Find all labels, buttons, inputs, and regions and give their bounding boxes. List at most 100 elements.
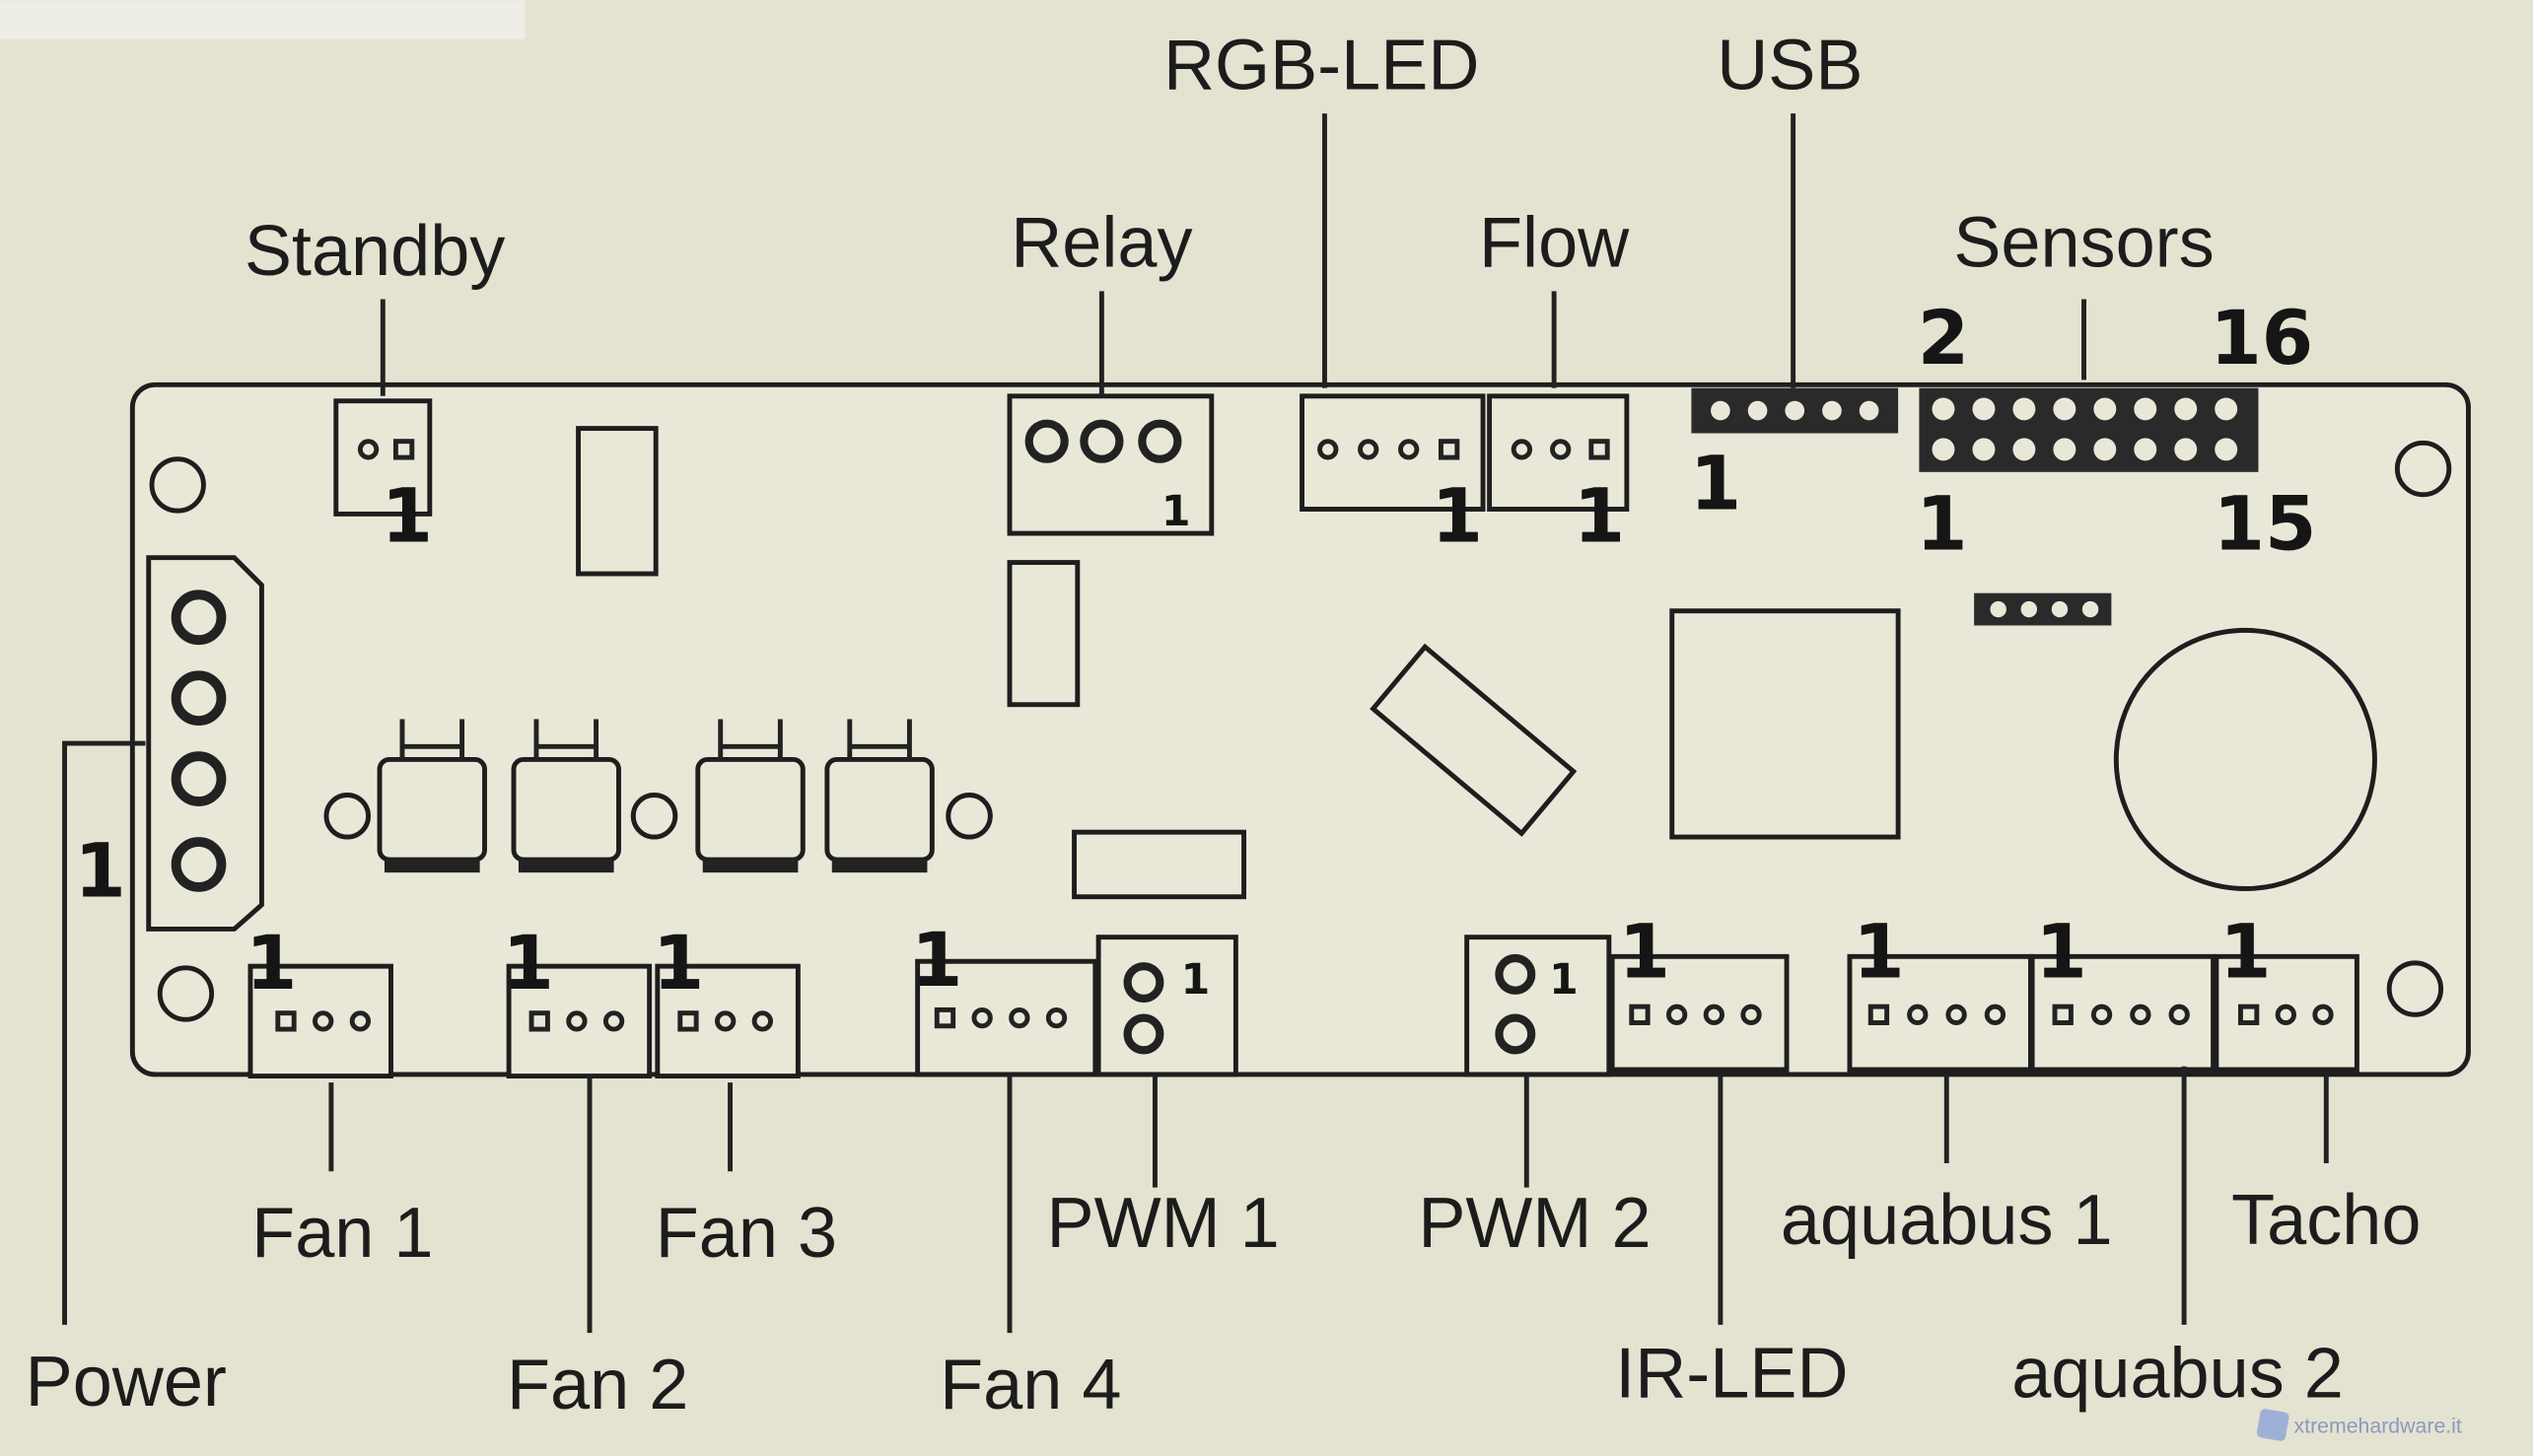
pin-square: [934, 1006, 956, 1029]
crystal: [1370, 643, 1578, 837]
pin-1-marker: 1: [503, 920, 554, 1006]
sensor-pin: [2215, 438, 2238, 461]
sensors-pin-16: 16: [2210, 295, 2313, 381]
pin-1-marker: 1: [246, 920, 297, 1006]
pin-1-marker: 1: [911, 917, 962, 1004]
sensor-pin: [2053, 438, 2076, 461]
pin: [1550, 439, 1572, 460]
pin-1-marker: 1: [2035, 909, 2086, 996]
sensor-pin: [1972, 438, 1996, 461]
relay-component: [576, 426, 659, 577]
pwm1-pin: [1123, 962, 1164, 1004]
usb-pin: [1747, 400, 1768, 421]
pin: [2090, 1004, 2113, 1025]
label-fan4: Fan 4: [940, 1346, 1121, 1424]
label-usb: USB: [1717, 27, 1863, 105]
mosfet-legs: [533, 719, 599, 760]
sensor-pin: [2012, 438, 2036, 461]
corner-patch: [0, 0, 526, 39]
pin-1-marker: 1: [1432, 472, 1483, 559]
mosfet-tab: [702, 860, 799, 873]
pin-square: [1588, 439, 1610, 460]
label-fan1: Fan 1: [251, 1194, 433, 1273]
pin-square: [1867, 1004, 1890, 1025]
board-components: [146, 387, 2452, 1079]
mounting-hole: [630, 793, 678, 840]
pin: [1984, 1004, 2006, 1025]
pwm2-pin: [1495, 1013, 1536, 1055]
pin-square: [677, 1010, 699, 1032]
leader-line-power: [62, 740, 146, 1325]
relay-pin: [1024, 419, 1069, 463]
pin: [602, 1010, 625, 1032]
pin: [714, 1010, 737, 1032]
pin: [1398, 439, 1420, 460]
pin-square: [275, 1010, 297, 1032]
mosfet: [377, 756, 487, 863]
pin: [2130, 1004, 2151, 1025]
pin: [2312, 1004, 2334, 1025]
sensor-pin: [2215, 397, 2238, 421]
sensors-pin-15: 15: [2214, 480, 2317, 567]
pin: [313, 1010, 334, 1032]
mounting-hole: [157, 965, 215, 1022]
label-fan3: Fan 3: [656, 1194, 837, 1273]
aquabus1-connector: [1847, 953, 2033, 1073]
mosfet: [511, 756, 621, 863]
small-header-pin: [2051, 600, 2069, 618]
pin-1-marker: 1: [1619, 909, 1670, 996]
power-pin: [171, 837, 227, 892]
pin-square: [2237, 1004, 2260, 1025]
pin: [1009, 1006, 1030, 1029]
mosfet-tab: [831, 860, 928, 873]
pwm2-connector: [1464, 935, 1612, 1077]
pin: [1907, 1004, 1929, 1025]
pin-square: [392, 439, 415, 460]
label-sensors: Sensors: [1953, 204, 2214, 283]
label-relay: Relay: [1011, 204, 1192, 283]
mosfet: [824, 756, 935, 863]
relay-pin: [1138, 419, 1182, 463]
relay-pin: [1080, 419, 1124, 463]
mounting-hole: [149, 456, 206, 514]
svg-text:xtremehardware.it: xtremehardware.it: [2294, 1415, 2462, 1438]
usb-pin: [1785, 400, 1805, 421]
sensor-pin: [2012, 397, 2036, 421]
mounting-hole: [946, 793, 993, 840]
buzzer: [2113, 627, 2377, 891]
rgb-led-connector: [1300, 393, 1486, 512]
relay-connector: [1007, 393, 1215, 536]
mounting-hole: [2394, 440, 2452, 498]
relay-component: [1072, 829, 1247, 900]
sensor-pin: [1932, 438, 1955, 461]
small-header-pin: [2020, 600, 2038, 618]
pin-1-marker: 1: [74, 828, 125, 915]
pin-1-marker: 1: [1853, 909, 1904, 996]
mounting-hole: [323, 793, 372, 840]
pin-square: [1629, 1004, 1651, 1025]
pin: [2168, 1004, 2190, 1025]
pin-square: [1438, 439, 1460, 460]
sensor-pin: [2053, 397, 2076, 421]
pin-1-marker: 1: [653, 920, 704, 1006]
relay-component: [1007, 560, 1081, 708]
sensor-pin: [2093, 397, 2117, 421]
pcb-outline: [129, 381, 2471, 1077]
pin-1-marker: 1: [1181, 955, 1211, 1005]
label-power: Power: [26, 1343, 227, 1421]
pin-1-marker: 1: [1549, 955, 1579, 1005]
sensors-header: [1919, 387, 2259, 472]
sensors-pin-1: 1: [1916, 480, 1967, 567]
pin-square: [528, 1010, 550, 1032]
mosfet-legs: [847, 719, 912, 760]
aquabus2-connector: [2029, 953, 2216, 1073]
small-header-pin: [1990, 600, 2006, 618]
pin: [1045, 1006, 1068, 1029]
mosfet-legs: [718, 719, 783, 760]
pin-1-marker: 1: [1161, 487, 1191, 536]
pin-1-marker: 1: [1690, 440, 1741, 526]
usb-pin: [1711, 400, 1730, 421]
sensor-pin: [1972, 397, 1996, 421]
